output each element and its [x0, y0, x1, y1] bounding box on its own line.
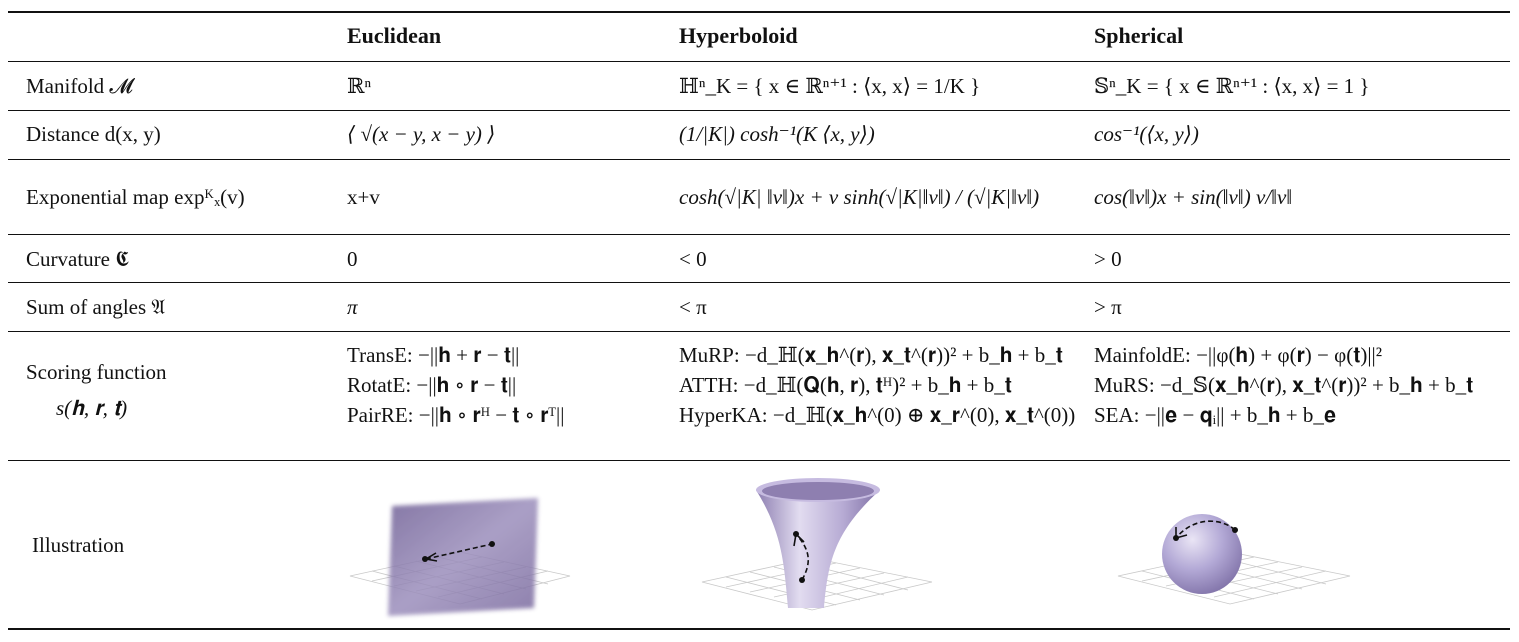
- header-euclidean: Euclidean: [347, 23, 442, 48]
- scoring-euclidean: TransE: −||𝐡 + 𝐫 − 𝐭|| RotatE: −||𝐡 ∘ 𝐫 …: [347, 340, 564, 430]
- hyperboloid-illustration: [701, 478, 933, 611]
- row-rule: [8, 460, 1510, 461]
- header-hyperboloid: Hyperboloid: [679, 23, 798, 48]
- angles-spherical: > π: [1094, 295, 1122, 319]
- row-rule: [8, 282, 1510, 283]
- distance-euclidean: ⟨ √(x − y, x − y) ⟩: [347, 122, 496, 146]
- scoring-pairre: PairRE: −||𝐡 ∘ 𝐫ᴴ − 𝐭 ∘ 𝐫ᵀ||: [347, 403, 565, 427]
- row-label-scoring-sub: s(𝐡, 𝐫, 𝐭): [56, 396, 128, 420]
- row-label-distance: Distance d(x, y): [26, 122, 161, 146]
- row-label-angles: Sum of angles 𝔄: [26, 295, 166, 319]
- scoring-sea: SEA: −||𝐞 − 𝐪ᵢ|| + b_𝐡 + b_𝐞: [1094, 403, 1337, 427]
- row-label-manifold: Manifold 𝓜: [26, 74, 133, 98]
- scoring-rotate: RotatE: −||𝐡 ∘ 𝐫 − 𝐭||: [347, 373, 517, 397]
- row-label-scoring: Scoring function: [26, 360, 167, 384]
- distance-hyperboloid: (1/|K|) cosh⁻¹(K ⟨x, y⟩): [679, 122, 875, 146]
- row-rule: [8, 110, 1510, 111]
- top-rule: [8, 11, 1510, 13]
- bottom-rule: [8, 628, 1510, 630]
- scoring-hyperka: HyperKA: −d_ℍ(𝐱_𝐡^(0) ⊕ 𝐱_𝐫^(0), 𝐱_𝐭^(0)…: [679, 403, 1076, 427]
- row-rule: [8, 159, 1510, 160]
- scoring-transe: TransE: −||𝐡 + 𝐫 − 𝐭||: [347, 343, 520, 367]
- scoring-hyperboloid: MuRP: −d_ℍ(𝐱_𝐡^(𝐫), 𝐱_𝐭^(𝐫))² + b_𝐡 + b_…: [679, 340, 1075, 430]
- curvature-euclidean: 0: [347, 247, 358, 271]
- sphere-illustration: [1117, 514, 1351, 605]
- expmap-hyperboloid: cosh(√|K| ‖v‖)x + v sinh(√|K|‖v‖) / (√|K…: [679, 185, 1040, 209]
- distance-spherical: cos⁻¹(⟨x, y⟩): [1094, 122, 1199, 146]
- scoring-atth: ATTH: −d_ℍ(𝐐(𝐡, 𝐫), 𝐭ᴴ)² + b_𝐡 + b_𝐭: [679, 373, 1012, 397]
- angles-hyperboloid: < π: [679, 295, 707, 319]
- header-rule: [8, 61, 1510, 62]
- euclidean-plane-illustration: [349, 498, 571, 616]
- expmap-spherical: cos(‖v‖)x + sin(‖v‖) v/‖v‖: [1094, 185, 1293, 209]
- scoring-murp: MuRP: −d_ℍ(𝐱_𝐡^(𝐫), 𝐱_𝐭^(𝐫))² + b_𝐡 + b_…: [679, 343, 1063, 367]
- scoring-spherical: MainfoldE: −||φ(𝐡) + φ(𝐫) − φ(𝐭)||² MuRS…: [1094, 340, 1473, 430]
- row-rule: [8, 234, 1510, 235]
- manifold-spherical: 𝕊ⁿ_K = { x ∈ ℝⁿ⁺¹ : ⟨x, x⟩ = 1 }: [1094, 74, 1370, 98]
- row-rule: [8, 331, 1510, 332]
- row-label-expmap: Exponential map expᴷₓ(v): [26, 185, 245, 209]
- scoring-murs: MuRS: −d_𝕊(𝐱_𝐡^(𝐫), 𝐱_𝐭^(𝐫))² + b_𝐡 + b_…: [1094, 373, 1474, 397]
- manifold-hyperboloid: ℍⁿ_K = { x ∈ ℝⁿ⁺¹ : ⟨x, x⟩ = 1/K }: [679, 74, 981, 98]
- row-label-curvature: Curvature 𝕮: [26, 247, 130, 271]
- row-label-illustration: Illustration: [32, 533, 125, 557]
- expmap-euclidean: x+v: [347, 185, 380, 209]
- header-spherical: Spherical: [1094, 23, 1184, 48]
- curvature-spherical: > 0: [1094, 247, 1122, 271]
- curvature-hyperboloid: < 0: [679, 247, 707, 271]
- angles-euclidean: π: [347, 295, 358, 319]
- manifold-euclidean: ℝⁿ: [347, 74, 372, 98]
- scoring-manifolde: MainfoldE: −||φ(𝐡) + φ(𝐫) − φ(𝐭)||²: [1094, 343, 1383, 367]
